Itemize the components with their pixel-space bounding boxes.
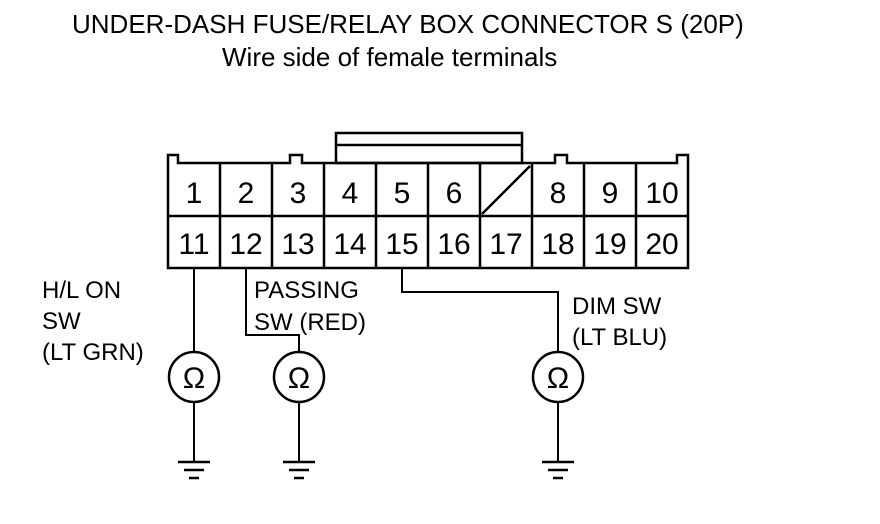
diagram-subtitle: Wire side of female terminals — [222, 42, 557, 72]
pin-label: 14 — [333, 228, 366, 261]
ground-icon — [283, 460, 315, 480]
ground-icon — [542, 460, 574, 480]
connector-body — [166, 153, 690, 270]
pin-label: 10 — [645, 177, 678, 210]
pin-label: 4 — [342, 177, 359, 210]
probe-label-line1: PASSING — [254, 277, 359, 304]
pin-label: 11 — [178, 228, 209, 261]
pin-label: 18 — [541, 228, 574, 261]
pin-label: 13 — [281, 228, 314, 261]
probe-label-line1: H/L ON — [42, 277, 121, 304]
pin-label: 8 — [550, 177, 567, 210]
probe-wire — [245, 268, 300, 352]
connector-lock-tab — [334, 131, 524, 165]
connector-cell-dividers — [218, 163, 638, 268]
pin-label: 5 — [394, 177, 411, 210]
probe-dim-sw: Ω DIM SW (LT BLU) — [401, 268, 667, 480]
probe-label-line2: SW (RED) — [254, 309, 366, 336]
pin-label: 9 — [602, 177, 619, 210]
pin-label: 3 — [290, 177, 307, 210]
diagram-title: UNDER-DASH FUSE/RELAY BOX CONNECTOR S (2… — [72, 9, 744, 39]
pin-label: 2 — [238, 177, 255, 210]
pin-label: 12 — [229, 228, 262, 261]
ohm-symbol: Ω — [288, 362, 310, 395]
probe-label-line1: DIM SW — [572, 293, 662, 320]
probe-passing-sw: Ω PASSING SW (RED) — [245, 268, 366, 480]
pin-label: 17 — [489, 228, 522, 261]
pin-label: 15 — [385, 228, 418, 261]
ohm-symbol: Ω — [183, 362, 205, 395]
probe-label-line2: SW — [42, 308, 81, 335]
probe-label-line2: (LT BLU) — [572, 324, 667, 351]
empty-terminal-slash — [481, 165, 531, 215]
probe-wire — [401, 268, 559, 352]
pin-row-1: 1 2 3 4 5 6 8 9 10 — [186, 177, 679, 210]
pin-label: 6 — [446, 177, 463, 210]
probe-label-line3: (LT GRN) — [42, 339, 144, 366]
pin-label: 1 — [186, 177, 203, 210]
ohm-symbol: Ω — [547, 362, 569, 395]
pin-row-2: 11 12 13 14 15 16 17 18 19 20 — [178, 228, 678, 261]
pin-label: 16 — [437, 228, 470, 261]
pin-label: 19 — [593, 228, 626, 261]
probe-hl-on-sw: Ω H/L ON SW (LT GRN) — [42, 268, 221, 480]
pin-label: 20 — [645, 228, 678, 261]
ground-icon — [178, 460, 210, 480]
